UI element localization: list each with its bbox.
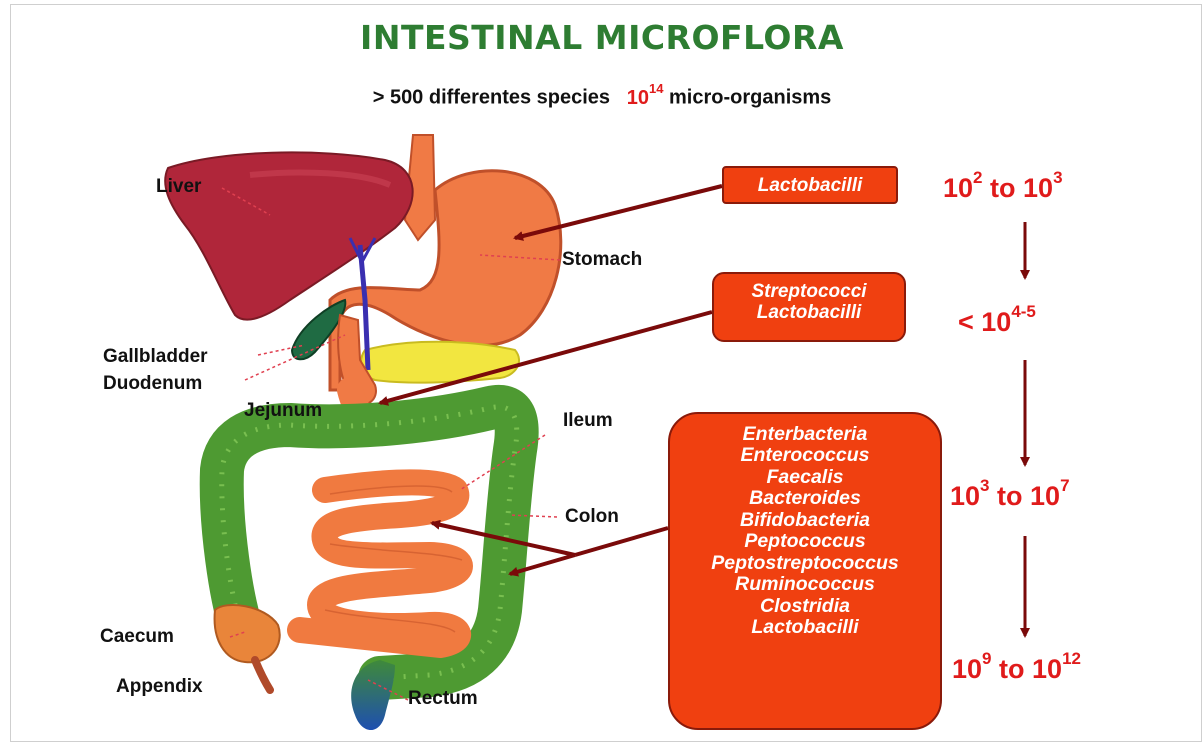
label-duodenum: Duodenum [103,373,202,395]
bacteria-name: Clostridia [670,596,940,617]
bacteria-name: Peptostreptococcus [670,553,940,574]
label-ileum: Ileum [563,410,613,432]
count-upper-intestine: < 104-5 [958,306,1036,338]
bacteria-name: Lactobacilli [670,617,940,638]
bacteria-name: Lactobacilli [714,303,904,324]
bacteria-name: Bifidobacteria [670,510,940,531]
label-rectum: Rectum [408,688,478,710]
label-appendix: Appendix [116,676,203,698]
arrow-ileum [575,528,668,555]
appendix-shape [255,660,270,690]
label-colon: Colon [565,506,619,528]
bacteria-name: Ruminococcus [670,574,940,595]
label-stomach: Stomach [562,249,642,271]
bacteria-box-stomach: Lactobacilli [722,166,898,204]
bacteria-name: Bacteroides [670,488,940,509]
bacteria-name: Peptococcus [670,531,940,552]
count-lower-intestine: 103 to 107 [950,480,1070,512]
count-stomach: 102 to 103 [943,172,1063,204]
label-liver: Liver [156,176,201,198]
caecum-shape [215,605,280,662]
bacteria-name: Streptococci [714,282,904,303]
label-caecum: Caecum [100,626,174,648]
label-jejunum: Jejunum [244,400,322,422]
bacteria-name: Lactobacilli [724,176,896,197]
bacteria-name: Faecalis [670,467,940,488]
label-gallbladder: Gallbladder [103,346,208,368]
bacteria-name: Enterbacteria [670,424,940,445]
small-intestine-shape [300,482,460,645]
rectum-shape [351,660,395,730]
bacteria-box-lower-intestine: Enterbacteria Enterococcus Faecalis Bact… [668,412,942,730]
pancreas-shape [361,342,519,383]
count-colon: 109 to 1012 [952,653,1081,685]
bacteria-box-upper-intestine: Streptococci Lactobacilli [712,272,906,342]
bacteria-name: Enterococcus [670,445,940,466]
